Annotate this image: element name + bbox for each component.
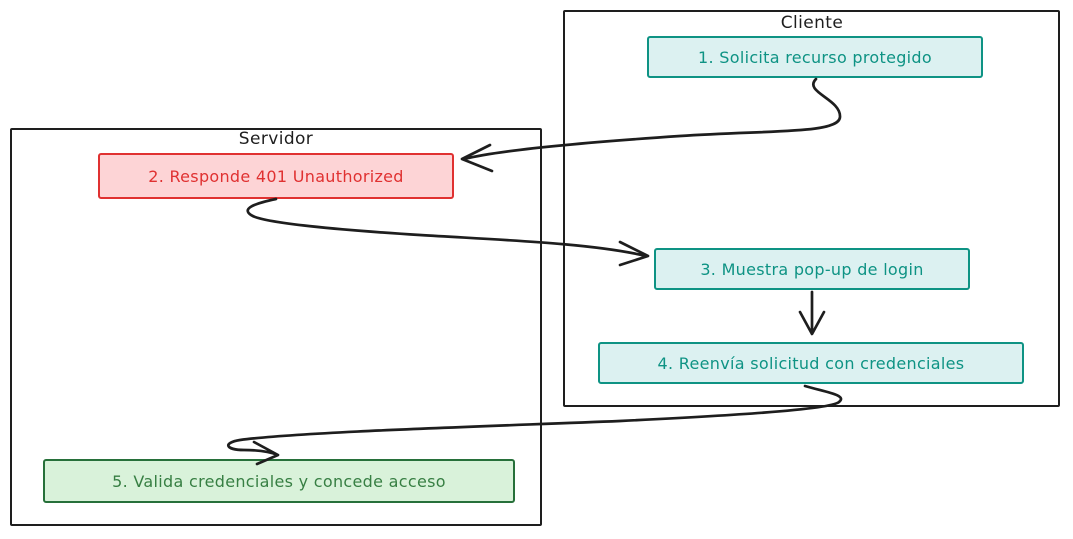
node-step-1-label: 1. Solicita recurso protegido: [698, 47, 932, 67]
container-servidor: [10, 128, 542, 526]
node-step-3-label: 3. Muestra pop-up de login: [700, 259, 924, 279]
node-step-4: 4. Reenvía solicitud con credenciales: [598, 342, 1024, 384]
node-step-2-label: 2. Responde 401 Unauthorized: [148, 166, 404, 186]
node-step-3: 3. Muestra pop-up de login: [654, 248, 970, 290]
node-step-5: 5. Valida credenciales y concede acceso: [43, 459, 515, 503]
container-cliente-title: Cliente: [780, 13, 844, 33]
node-step-5-label: 5. Valida credenciales y concede acceso: [112, 471, 446, 491]
node-step-2: 2. Responde 401 Unauthorized: [98, 153, 454, 199]
container-servidor-title: Servidor: [238, 129, 314, 149]
node-step-1: 1. Solicita recurso protegido: [647, 36, 983, 78]
node-step-4-label: 4. Reenvía solicitud con credenciales: [657, 353, 965, 373]
